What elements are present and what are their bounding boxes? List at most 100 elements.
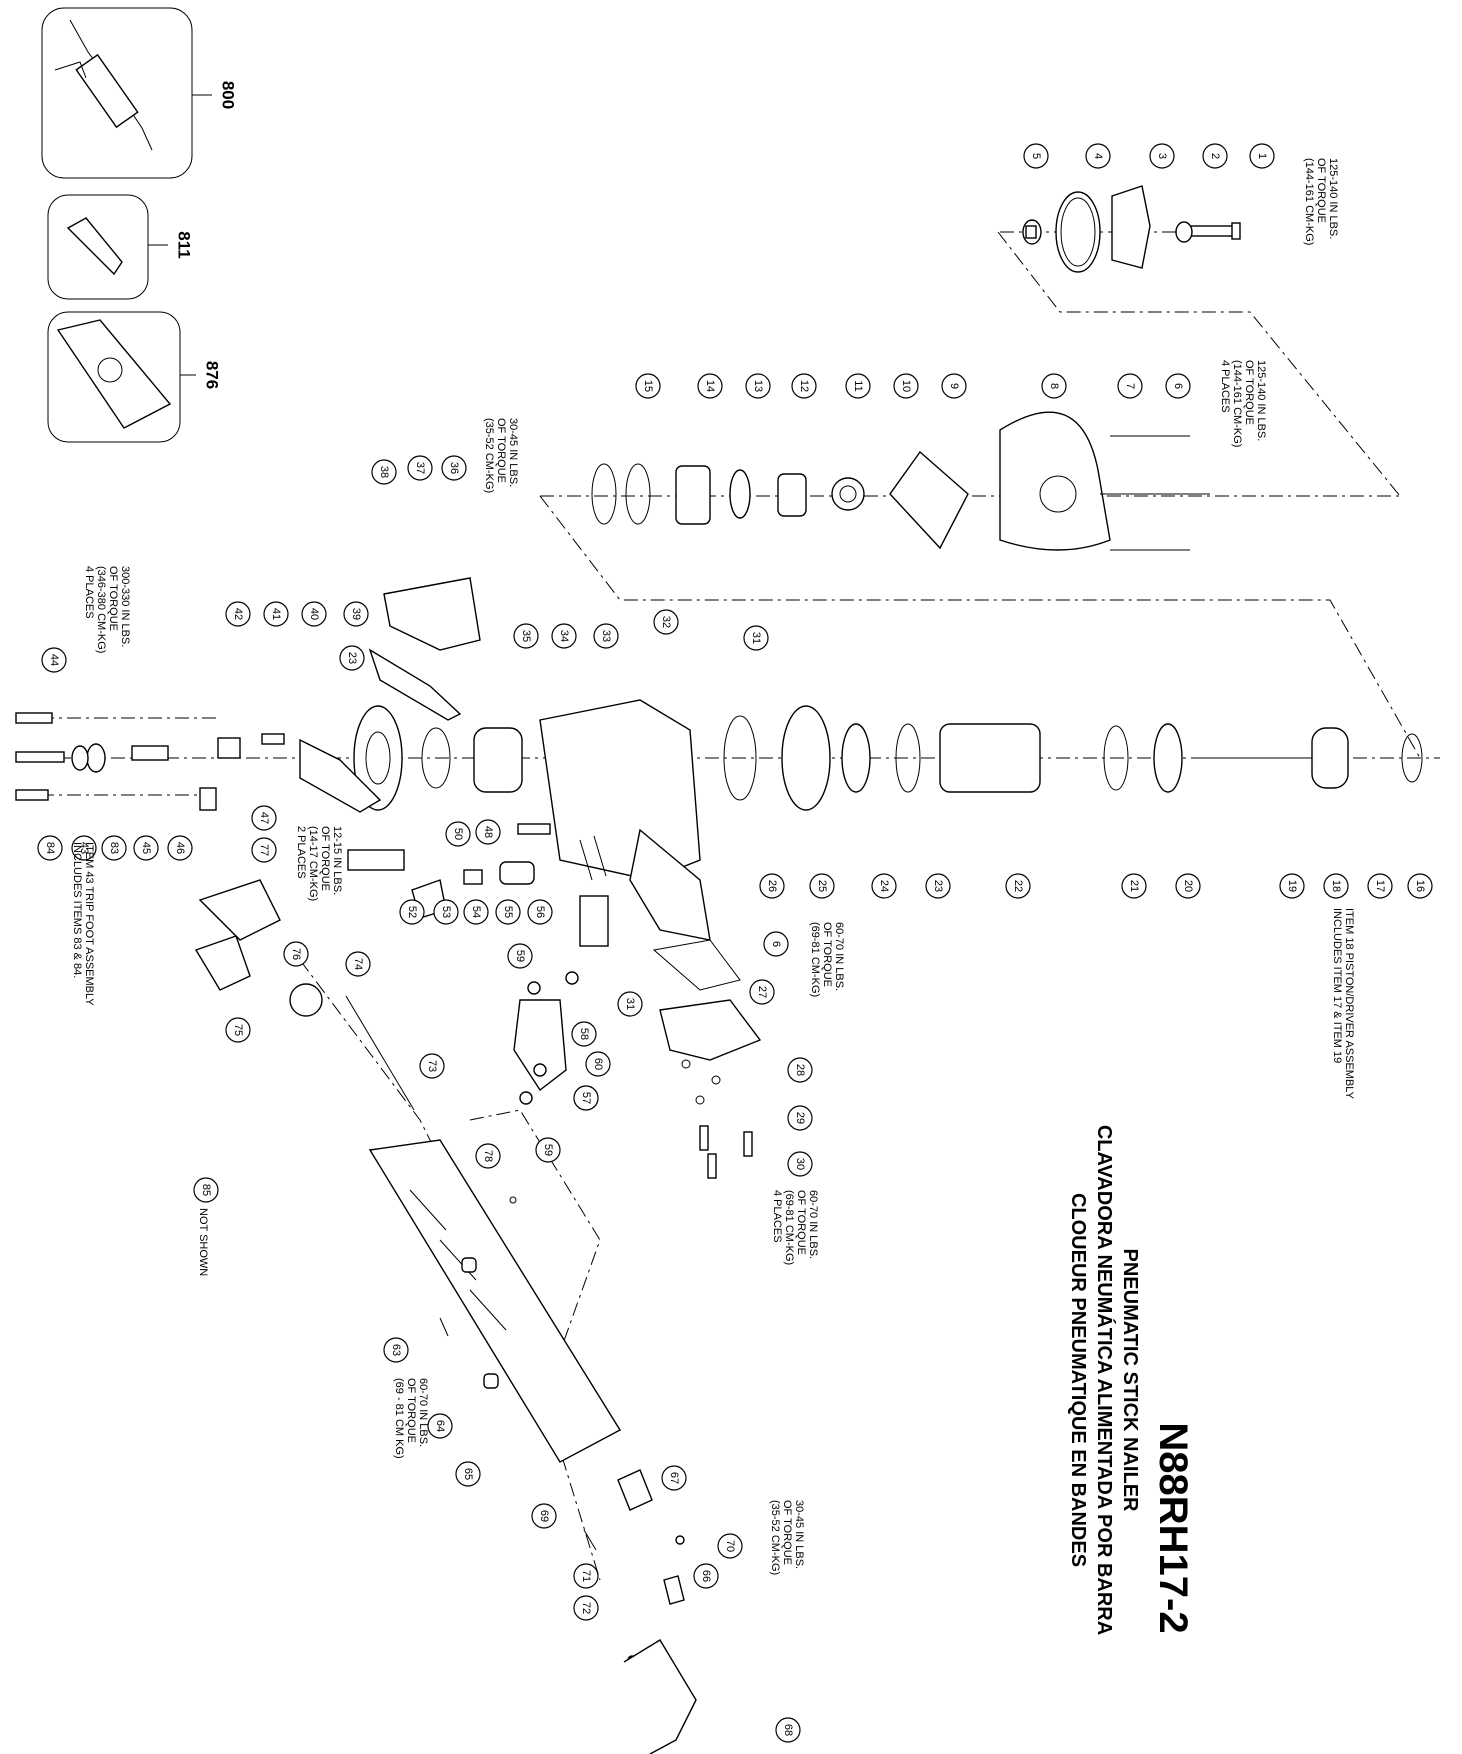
svg-text:31: 31 [624, 998, 636, 1010]
svg-text:OF TORQUE: OF TORQUE [821, 922, 833, 987]
svg-text:59: 59 [542, 1144, 554, 1156]
svg-text:60-70 IN LBS.: 60-70 IN LBS. [807, 1190, 819, 1259]
svg-text:16: 16 [1414, 880, 1426, 892]
svg-text:4 PLACES: 4 PLACES [83, 566, 95, 619]
callout-18: 18 [1323, 873, 1349, 899]
callout-7: 7 [1117, 373, 1143, 399]
svg-text:71: 71 [580, 1570, 592, 1582]
callout-6: 6 [763, 931, 789, 957]
svg-text:OF TORQUE: OF TORQUE [405, 1378, 417, 1443]
callout-39: 39 [343, 601, 369, 627]
svg-text:19: 19 [1286, 880, 1298, 892]
callout-83: 83 [101, 835, 127, 861]
trigger-group [15, 577, 607, 1017]
callout-12: 12 [791, 373, 817, 399]
svg-text:20: 20 [1182, 880, 1194, 892]
svg-text:8: 8 [1048, 383, 1060, 389]
callout-50: 50 [445, 821, 471, 847]
svg-text:24: 24 [878, 880, 890, 892]
svg-text:54: 54 [470, 906, 482, 918]
callout-45: 45 [133, 835, 159, 861]
svg-text:18: 18 [1330, 880, 1342, 892]
kit-label-876: 876 [203, 361, 222, 389]
magazine-group [345, 995, 621, 1463]
svg-text:33: 33 [600, 630, 612, 642]
callout-19: 19 [1279, 873, 1305, 899]
svg-text:4 PLACES: 4 PLACES [771, 1190, 783, 1243]
callout-56: 56 [527, 899, 553, 925]
torque-note-38: 30-45 IN LBS. OF TORQUE (35-52 CM-KG) [483, 418, 519, 493]
callout-2: 2 [1202, 143, 1228, 169]
svg-text:(144-161 CM-KG): (144-161 CM-KG) [1303, 158, 1315, 245]
callout-36: 36 [441, 455, 467, 481]
callout-58: 58 [571, 1021, 597, 1047]
svg-text:75: 75 [232, 1024, 244, 1036]
callout-43: 43 [71, 835, 97, 861]
title-line-3: CLOUEUR PNEUMATIQUE EN BANDES [1067, 1193, 1089, 1567]
callout-55: 55 [495, 899, 521, 925]
svg-text:25: 25 [816, 880, 828, 892]
svg-text:47: 47 [258, 812, 270, 824]
callout-85: 85 [193, 1177, 219, 1203]
callout-26: 26 [759, 873, 785, 899]
svg-text:OF TORQUE: OF TORQUE [107, 566, 119, 631]
svg-text:INCLUDES ITEMS 83 & 84.: INCLUDES ITEMS 83 & 84. [71, 842, 83, 978]
svg-text:73: 73 [426, 1060, 438, 1072]
callout-24: 24 [871, 873, 897, 899]
svg-text:60: 60 [592, 1058, 604, 1070]
svg-text:(35-52 CM-KG): (35-52 CM-KG) [769, 1500, 781, 1575]
svg-text:50: 50 [452, 828, 464, 840]
main-body-group [353, 699, 1423, 941]
svg-text:69: 69 [538, 1510, 550, 1522]
svg-text:30-45 IN LBS.: 30-45 IN LBS. [507, 418, 519, 487]
callout-8: 8 [1041, 373, 1067, 399]
title-block: N88RH17-2 PNEUMATIC STICK NAILER CLAVADO… [1067, 1125, 1195, 1635]
callout-11: 11 [845, 373, 871, 399]
callout-74: 74 [345, 951, 371, 977]
svg-text:55: 55 [502, 906, 514, 918]
svg-text:OF TORQUE: OF TORQUE [1315, 158, 1327, 223]
title-line-2: CLAVADORA NEUMÁTICA ALIMENTADA POR BARRA [1093, 1125, 1116, 1635]
upper-cylinder-group [591, 411, 1210, 551]
callout-5: 5 [1023, 143, 1049, 169]
callout-46: 46 [167, 835, 193, 861]
svg-text:66: 66 [700, 1570, 712, 1582]
svg-text:OF TORQUE: OF TORQUE [795, 1190, 807, 1255]
callout-42: 42 [225, 601, 251, 627]
svg-text:78: 78 [482, 1150, 494, 1162]
svg-text:28: 28 [794, 1064, 806, 1076]
torque-note-cap-screws: 125-140 IN LBS. OF TORQUE (144-161 CM-KG… [1219, 360, 1267, 447]
callout-73: 73 [419, 1053, 445, 1079]
callout-10: 10 [893, 373, 919, 399]
svg-text:OF TORQUE: OF TORQUE [781, 1500, 793, 1565]
kit-box-800: 800 [41, 7, 238, 179]
svg-text:(144-161 CM-KG): (144-161 CM-KG) [1231, 360, 1243, 447]
callout-76: 76 [283, 941, 309, 967]
svg-text:52: 52 [406, 906, 418, 918]
torque-note-70: 30-45 IN LBS. OF TORQUE (35-52 CM-KG) [769, 1500, 805, 1575]
svg-text:6: 6 [770, 941, 782, 947]
svg-text:ITEM 43 TRIP FOOT ASSEMBLY: ITEM 43 TRIP FOOT ASSEMBLY [83, 842, 95, 1006]
callout-16: 16 [1407, 873, 1433, 899]
kit-label-811: 811 [175, 231, 194, 258]
svg-text:9: 9 [948, 383, 960, 389]
callout-23: 23 [925, 873, 951, 899]
svg-text:12: 12 [798, 380, 810, 392]
callout-47: 47 [251, 805, 277, 831]
svg-text:4 PLACES: 4 PLACES [1219, 360, 1231, 413]
svg-text:NOT SHOWN: NOT SHOWN [197, 1208, 209, 1276]
svg-text:10: 10 [900, 380, 912, 392]
torque-note-44: 300-330 IN LBS. OF TORQUE (346-380 CM-KG… [83, 566, 131, 653]
torque-note-30: 60-70 IN LBS. OF TORQUE (69-81 CM-KG) 4 … [771, 1190, 819, 1265]
callout-53: 53 [433, 899, 459, 925]
svg-text:46: 46 [174, 842, 186, 854]
callout-6: 6 [1165, 373, 1191, 399]
model-number: N88RH17-2 [1151, 1422, 1195, 1633]
svg-text:30: 30 [794, 1158, 806, 1170]
svg-text:59: 59 [514, 950, 526, 962]
svg-text:56: 56 [534, 906, 546, 918]
svg-text:(346-380 CM-KG): (346-380 CM-KG) [95, 566, 107, 653]
svg-text:70: 70 [724, 1540, 736, 1552]
callout-63: 63 [383, 1337, 409, 1363]
